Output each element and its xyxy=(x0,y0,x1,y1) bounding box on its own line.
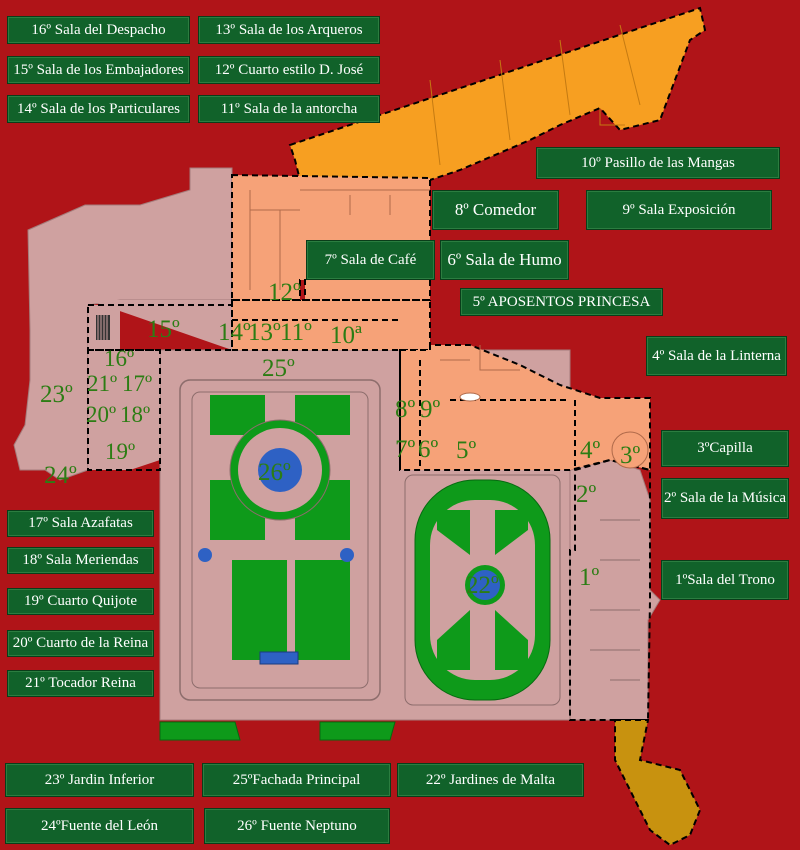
room-24-button[interactable]: 24ºFuente del León xyxy=(5,808,194,844)
room-23-button[interactable]: 23º Jardin Inferior xyxy=(5,763,194,797)
room-1-button[interactable]: 1ºSala del Trono xyxy=(661,560,789,600)
room-20-button[interactable]: 20º Cuarto de la Reina xyxy=(7,630,154,657)
room-22-button[interactable]: 22º Jardines de Malta xyxy=(397,763,584,797)
room-13-button[interactable]: 13º Sala de los Arqueros xyxy=(198,16,380,44)
room-15-button[interactable]: 15º Sala de los Embajadores xyxy=(7,56,190,84)
room-5-button[interactable]: 5º APOSENTOS PRINCESA xyxy=(460,288,663,316)
gold-annex xyxy=(614,719,702,847)
room-9-button[interactable]: 9º Sala Exposición xyxy=(586,190,772,230)
east-wing-gray xyxy=(569,459,661,721)
salmon-east xyxy=(399,344,651,472)
left-bastion xyxy=(88,305,160,470)
room-4-button[interactable]: 4º Sala de la Linterna xyxy=(646,336,787,376)
room-10-button[interactable]: 10º Pasillo de las Mangas xyxy=(536,147,780,179)
chapel-dome xyxy=(611,431,649,469)
green-step-right xyxy=(319,721,396,741)
room-17-button[interactable]: 17º Sala Azafatas xyxy=(7,510,154,537)
block-16-21 xyxy=(87,349,161,471)
room-19-button[interactable]: 19º Cuarto Quijote xyxy=(7,588,154,615)
room-25-button[interactable]: 25ºFachada Principal xyxy=(202,763,391,797)
room-12-button[interactable]: 12º Cuarto estilo D. José xyxy=(198,56,380,84)
green-step-left xyxy=(159,721,241,741)
room-7-button[interactable]: 7º Sala de Café xyxy=(306,240,435,280)
malta-garden xyxy=(404,474,561,706)
room-14-button[interactable]: 14º Sala de los Particulares xyxy=(7,95,190,123)
room-21-button[interactable]: 21º Tocador Reina xyxy=(7,670,154,697)
room-2-button[interactable]: 2º Sala de la Música xyxy=(661,478,789,519)
room-26-button[interactable]: 26º Fuente Neptuno xyxy=(204,808,390,844)
room-16-button[interactable]: 16º Sala del Despacho xyxy=(7,16,190,44)
room-3-button[interactable]: 3ºCapilla xyxy=(661,430,789,467)
room-8-button[interactable]: 8º Comedor xyxy=(432,190,559,230)
lower-garden xyxy=(179,379,381,701)
room-6-button[interactable]: 6º Sala de Humo xyxy=(440,240,569,280)
room-18-button[interactable]: 18º Sala Meriendas xyxy=(7,547,154,574)
room-11-button[interactable]: 11º Sala de la antorcha xyxy=(198,95,380,123)
